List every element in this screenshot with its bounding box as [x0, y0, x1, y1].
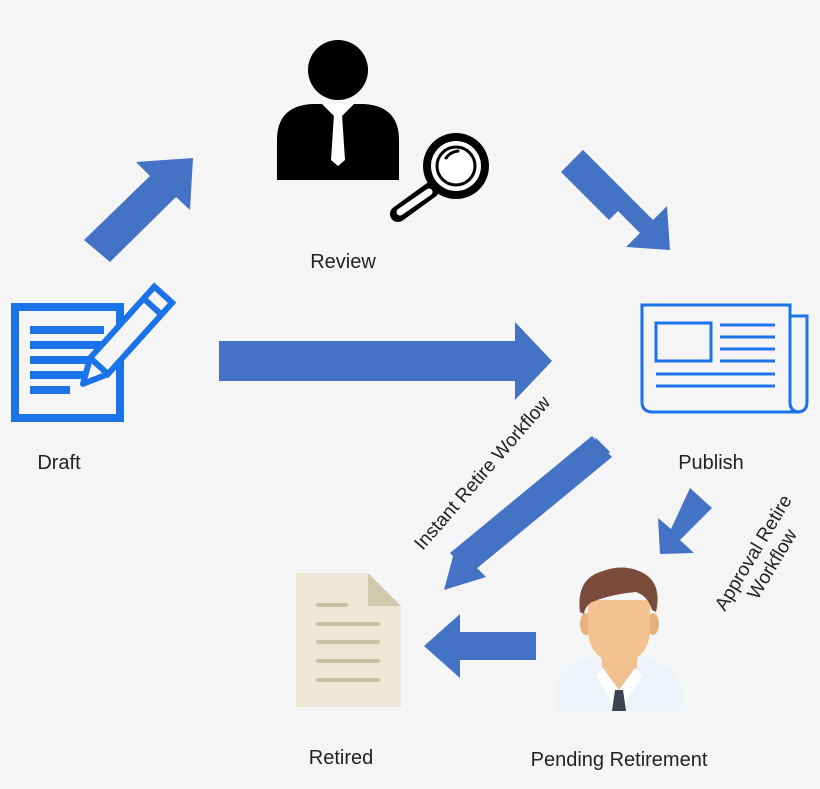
arrow-pending-to-retired [424, 614, 536, 678]
edge-label-approval-retire: Approval Retire Workflow [711, 492, 802, 615]
document-pencil-icon [11, 282, 177, 422]
paper-document-icon [296, 573, 401, 707]
node-label-draft: Draft [37, 452, 81, 474]
newspaper-icon [640, 303, 809, 414]
node-label-review: Review [310, 251, 376, 273]
arrow-draft-to-review [84, 158, 193, 262]
node-label-publish: Publish [678, 452, 744, 474]
arrow-publish-to-retired [444, 436, 612, 590]
node-label-retired: Retired [309, 747, 373, 769]
arrow-draft-to-publish [219, 322, 552, 400]
arrow-review-to-publish [561, 150, 670, 250]
arrow-publish-to-pending [658, 488, 712, 554]
node-label-pending-retirement: Pending Retirement [531, 749, 708, 771]
reviewer-magnifier-icon [277, 40, 489, 222]
person-avatar-icon [556, 567, 682, 711]
